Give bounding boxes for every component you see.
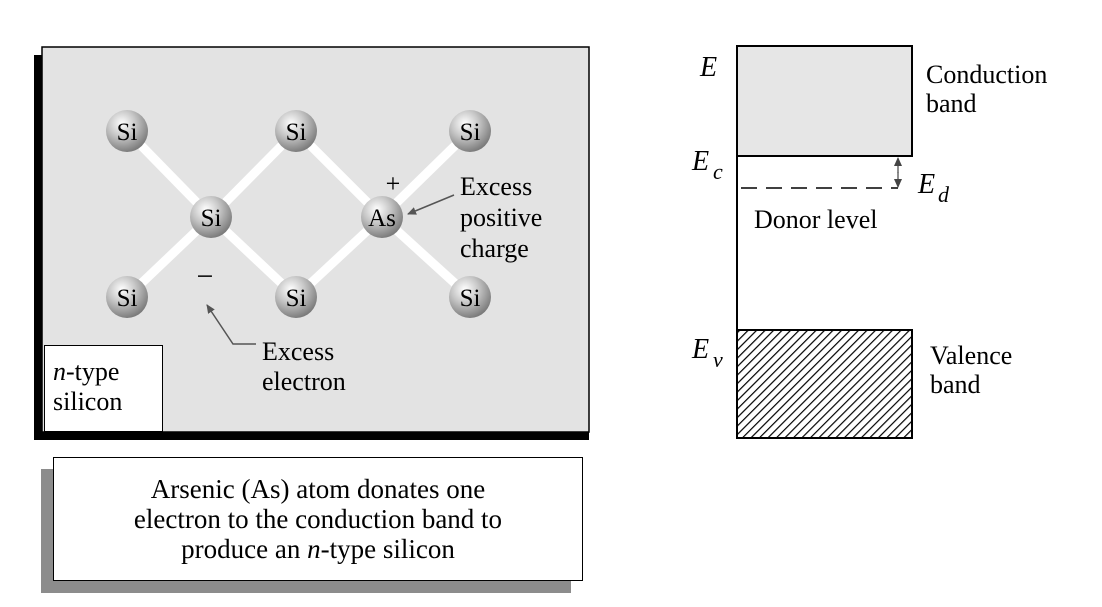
caption-line2: electron to the conduction band to (133, 504, 503, 534)
conduction-band (736, 45, 913, 157)
band-diagram: E E c E v E d Conduction band Valence ba… (691, 45, 1047, 439)
svg-text:Valence: Valence (930, 341, 1012, 370)
ev-label: E v (691, 334, 723, 372)
excess-electron-arrow (206, 304, 256, 345)
atom-label: Si (117, 285, 138, 312)
caption-box: Arsenic (As) atom donates one electron t… (53, 457, 583, 581)
svg-text:Excess: Excess (460, 172, 532, 201)
svg-text:Conduction: Conduction (926, 60, 1047, 89)
atom-label: Si (117, 119, 138, 146)
svg-text:E: E (691, 146, 709, 177)
donor-level-label: Donor level (754, 205, 877, 234)
valence-band-label: Valence band (930, 341, 1012, 399)
atoms: Si Si Si Si As Si Si Si (106, 110, 491, 318)
excess-electron-label: Excess electron (262, 337, 346, 396)
atom-si: Si (106, 276, 148, 318)
valence-band (736, 329, 913, 439)
atom-label: Si (286, 285, 307, 312)
svg-text:v: v (713, 347, 723, 372)
atom-label: Si (460, 119, 481, 146)
positive-charge-arrow (407, 194, 455, 215)
atom-si: Si (275, 110, 317, 152)
caption-line1: Arsenic (As) atom donates one (150, 474, 486, 504)
conduction-band-label: Conduction band (926, 60, 1047, 118)
ed-label: E d (917, 169, 950, 207)
atom-si: Si (275, 276, 317, 318)
svg-text:positive: positive (460, 203, 542, 232)
svg-text:band: band (930, 370, 981, 399)
caption-line3: produce an n-type silicon (134, 534, 502, 564)
caption-text: Arsenic (As) atom donates one electron t… (134, 474, 502, 564)
minus-sign: − (197, 260, 214, 293)
svg-text:d: d (938, 182, 950, 207)
material-label-line1: n-type (53, 357, 162, 387)
caption-line3-pre: produce an (181, 534, 308, 564)
svg-text:Excess: Excess (262, 337, 334, 366)
svg-text:charge: charge (460, 234, 529, 263)
atom-label: Si (286, 119, 307, 146)
svg-text:electron: electron (262, 367, 346, 396)
atom-as: As (361, 196, 403, 238)
ec-label: E c (691, 146, 723, 184)
svg-text:E: E (691, 334, 709, 365)
atom-label: Si (201, 205, 222, 232)
atom-si: Si (106, 110, 148, 152)
material-label-box: n-type silicon (44, 345, 163, 432)
atom-si: Si (190, 196, 232, 238)
svg-text:band: band (926, 89, 977, 118)
atom-label: Si (460, 285, 481, 312)
material-label-line2: silicon (53, 387, 123, 416)
material-type-text: -type (66, 357, 120, 386)
atom-label: As (368, 205, 396, 232)
atom-si: Si (449, 110, 491, 152)
svg-text:c: c (713, 159, 723, 184)
material-italic-n: n (53, 357, 66, 386)
svg-text:E: E (917, 169, 935, 200)
energy-axis-label: E (699, 52, 717, 83)
atom-si: Si (449, 276, 491, 318)
caption-line3-post: -type silicon (320, 534, 455, 564)
plus-sign: + (386, 169, 401, 198)
excess-positive-charge-label: Excess positive charge (460, 172, 542, 263)
caption-line3-italic: n (307, 534, 321, 564)
